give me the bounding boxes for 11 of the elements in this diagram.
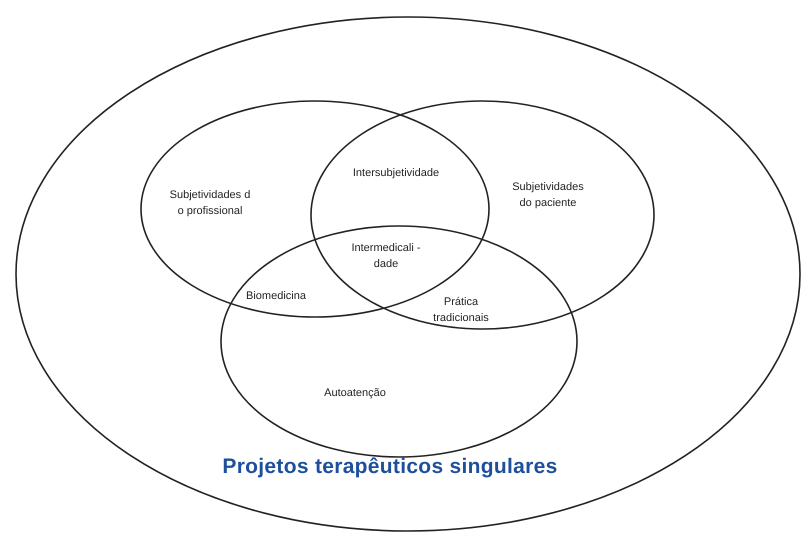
intersection-label: Intersubjetividade (352, 166, 440, 181)
venn-ellipse (15, 16, 801, 532)
intersection-label: Prática tradicionais (432, 295, 490, 326)
intersection-label: Intermedicali - dade (350, 241, 422, 272)
intersection-label: Biomedicina (245, 289, 307, 304)
set-label: Autoatenção (323, 386, 387, 401)
venn-ellipse (220, 225, 578, 458)
set-label: Subjetividades d o profissional (168, 188, 252, 219)
set-label: Subjetividades do paciente (511, 180, 585, 211)
venn-ellipse (310, 100, 655, 330)
set-label: Projetos terapêuticos singulares (221, 454, 559, 480)
